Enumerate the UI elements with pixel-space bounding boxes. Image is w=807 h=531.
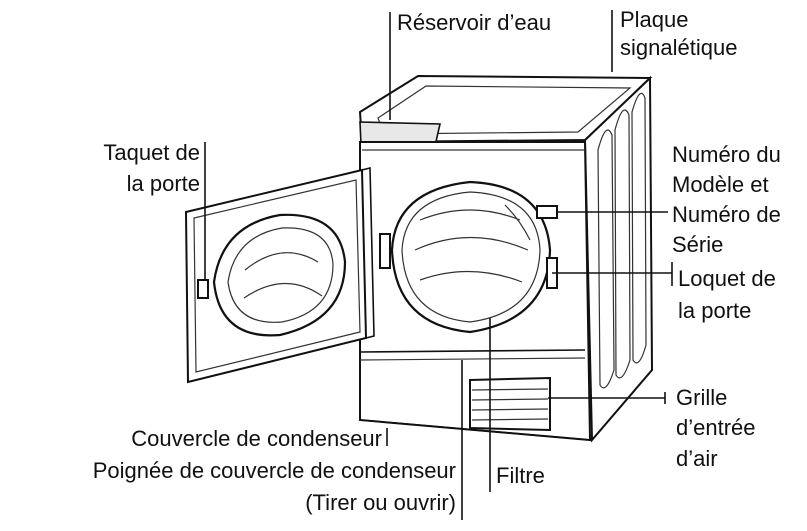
label-air-grille-line2: d’entrée (676, 415, 756, 440)
label-door-catch-line2: la porte (127, 171, 200, 196)
label-filter: Filtre (496, 463, 545, 488)
label-air-grille-line3: d’air (676, 446, 718, 471)
label-model-serial-line3: Numéro de (672, 202, 781, 227)
label-model-serial-line4: Série (672, 232, 723, 257)
label-model-serial-line1: Numéro du (672, 142, 781, 167)
label-rating-plate-line1: Plaque (620, 7, 689, 32)
label-condenser-handle: Poignée de couvercle de condenseur (93, 458, 456, 483)
label-air-grille-line1: Grille (676, 385, 727, 410)
labels: Réservoir d’eau Plaque signalétique Taqu… (93, 7, 781, 515)
label-condenser-cover: Couvercle de condenseur (131, 426, 382, 451)
label-model-serial-line2: Modèle et (672, 172, 769, 197)
dryer-illustration-icon (184, 74, 654, 443)
label-door-latch-line2: la porte (678, 298, 751, 323)
label-rating-plate-line2: signalétique (620, 35, 737, 60)
label-door-latch-line1: Loquet de (678, 266, 776, 291)
leader-lines (204, 10, 673, 520)
label-door-catch-line1: Taquet de (103, 140, 200, 165)
label-water-tank: Réservoir d’eau (397, 10, 551, 35)
label-pull-open: (Tirer ou ouvrir) (305, 490, 456, 515)
